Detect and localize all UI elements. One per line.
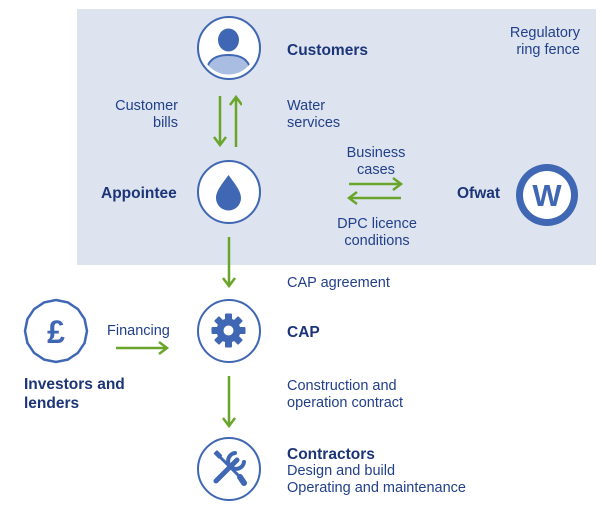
water-drop-icon [216,175,241,211]
water-services-label: Water services [287,98,341,131]
cap-label: CAP [287,324,320,341]
ofwat-node: W [515,163,579,227]
ofwat-glyph: W [532,178,562,213]
regulatory-ring-fence [77,9,596,265]
customers-node [197,16,261,80]
appointee-label: Appointee [101,185,177,202]
ring-fence-label: Regulatory ring fence [509,25,580,58]
contractors-label: Contractors [287,446,375,463]
cap-to-contractors-arrow [222,376,236,429]
contractors-node [197,437,261,501]
investors-node: £ [23,298,89,364]
dpc-licence-label: DPC licence conditions [337,216,417,249]
gear-icon [211,313,246,348]
ofwat-w-icon: W [516,164,578,226]
cap-agreement-label: CAP agreement [287,275,390,291]
cap-node [197,299,261,363]
ofwat-label: Ofwat [457,185,501,202]
customers-label: Customers [287,42,368,59]
contractors-design-build: Design and build [287,463,396,479]
investors-label: Investors and lenders [24,376,125,412]
contractors-operating: Operating and maintenance [287,480,466,496]
construction-contract-label: Construction and operation contract [287,378,404,411]
appointee-to-cap-arrow [222,237,236,289]
financing-label: Financing [107,323,170,339]
pound-icon: £ [23,298,89,364]
financing-arrow [116,341,170,355]
tools-icon [213,450,247,486]
appointee-node [197,160,261,224]
person-icon [203,28,254,75]
ofwat-exchange-arrows [346,177,404,205]
customer-bills-label: Customer bills [115,98,178,131]
bills-services-arrows [213,94,242,148]
pound-glyph: £ [47,314,65,350]
business-cases-label: Business cases [346,145,406,178]
